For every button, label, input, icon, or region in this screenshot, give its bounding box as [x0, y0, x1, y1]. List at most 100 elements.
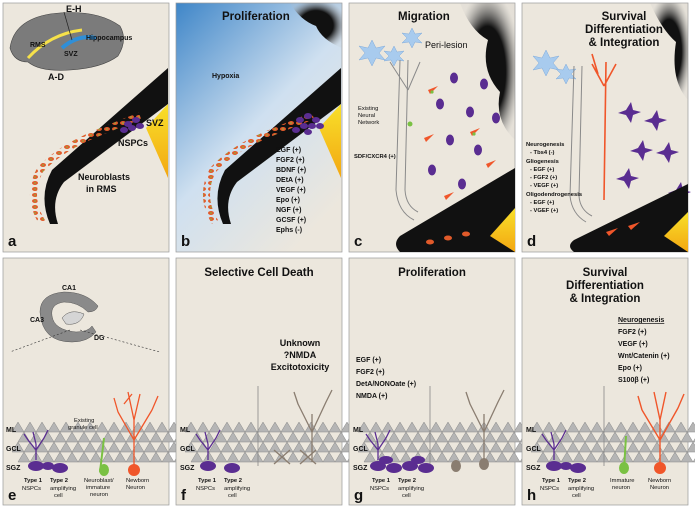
layer-ml: ML: [526, 427, 537, 434]
factor-gliogenesis: Gliogenesis: [526, 159, 559, 165]
panel-h-title-1: Survival: [583, 267, 628, 279]
label-ad: A-D: [48, 72, 64, 82]
cell-newborn-neuron: Neuron: [126, 485, 145, 491]
cell-cell: cell: [228, 493, 237, 499]
cell-nspcs: NSPCs: [196, 486, 215, 492]
panel-h-title-3: & Integration: [570, 293, 641, 305]
panel-letter-f: f: [181, 487, 187, 504]
panel-letter-g: g: [354, 487, 363, 504]
hippocampus-shape: [39, 291, 99, 343]
factor-d-fgf2: - FGF2 (+): [530, 175, 557, 181]
proliferation-factors: EGF (+) FGF2 (+) BDNF (+) DEtA (+) VEGF …: [276, 147, 306, 234]
factor-h-s100b: S100β (+): [618, 377, 649, 384]
layer-gcl: GCL: [353, 446, 369, 453]
panel-d-title-1: Survival: [602, 11, 647, 23]
panel-d: Survival Differentiation & Integration N…: [521, 2, 691, 253]
nspcs-label: NSPCs: [118, 138, 148, 148]
panel-letter-h: h: [527, 487, 536, 504]
factor-g-nmda: NMDA (+): [356, 393, 387, 400]
integration-factors: Neurogenesis - Tbs4 (-) Gliogenesis - EG…: [526, 142, 582, 214]
cell-amplifying: amplifying: [398, 486, 424, 492]
network-label-2: Neural: [358, 113, 375, 119]
factor-oligodendrogenesis: Oligodendrogenesis: [526, 192, 582, 198]
layer-sgz: SGZ: [6, 465, 21, 472]
factor-h-wnt: Wnt/Catenin (+): [618, 353, 670, 360]
ca3-label: CA3: [30, 317, 44, 324]
factor-neurogenesis: Neurogenesis: [526, 142, 564, 148]
factor-deta: DEtA (+): [276, 177, 304, 184]
cell-type1: Type 1: [542, 478, 561, 484]
cell-amplifying: amplifying: [568, 486, 594, 492]
rms-chain: [30, 112, 142, 224]
panel-e: CA1 CA3 DG ML GCL SGZ Type 1 Type 2 NSPC…: [2, 257, 186, 506]
cell-newborn-neuron: Neuron: [650, 485, 669, 491]
panel-h-title-2: Differentiation: [566, 280, 644, 292]
label-eh: E-H: [66, 4, 82, 14]
factor-h-vegf: VEGF (+): [618, 341, 648, 348]
cell-immature: immature: [86, 485, 110, 491]
cell-cell: cell: [54, 493, 63, 499]
layer-gcl: GCL: [6, 446, 22, 453]
ca1-label: CA1: [62, 285, 76, 292]
layer-gcl: GCL: [180, 446, 196, 453]
cell-cell: cell: [572, 493, 581, 499]
layer-gcl: GCL: [526, 446, 542, 453]
cell-existing: Existing: [74, 418, 94, 424]
cell-granule: granule cell: [68, 425, 98, 431]
network-label-1: Existing: [358, 106, 378, 112]
panel-d-title-3: & Integration: [589, 37, 660, 49]
layer-ml: ML: [353, 427, 364, 434]
cell-type2: Type 2: [224, 478, 242, 484]
cell-neuroblast: Neuroblast/: [84, 478, 114, 484]
panel-b: Proliferation Hypoxia EGF (+) FGF2 (+) B…: [175, 2, 343, 253]
sdf-label: SDF/CXCR4 (+): [354, 154, 396, 160]
svz-label: SVZ: [146, 118, 164, 128]
label-hippocampus: Hippocampus: [86, 35, 132, 42]
factor-fgf2: FGF2 (+): [276, 157, 305, 164]
cell-neuron: neuron: [90, 492, 108, 498]
nmda-label: ?NMDA: [284, 350, 317, 360]
layer-ml: ML: [6, 427, 17, 434]
panel-d-title-2: Differentiation: [585, 24, 663, 36]
layer-sgz: SGZ: [526, 465, 541, 472]
panel-letter-d: d: [527, 233, 536, 250]
panel-g: Proliferation EGF (+) FGF2 (+) DetA/NONO…: [348, 257, 532, 506]
layer-sgz: SGZ: [180, 465, 195, 472]
cell-amplifying: amplifying: [50, 486, 76, 492]
factor-d-egf-2: - EGF (+): [530, 200, 554, 206]
factor-ngf: NGF (+): [276, 207, 301, 214]
hypoxia-label: Hypoxia: [212, 73, 239, 80]
factor-gcsf: GCSF (+): [276, 217, 306, 224]
nspc-cluster: [120, 117, 144, 133]
factor-vegf: VEGF (+): [276, 187, 306, 194]
layer-ml: ML: [180, 427, 191, 434]
factor-h-epo: Epo (+): [618, 365, 642, 372]
cell-immature-neuron: neuron: [612, 485, 630, 491]
factor-ephs: Ephs (-): [276, 227, 302, 234]
panel-a: E-H RMS SVZ Hippocampus A-D SVZ NSPCs Ne…: [2, 2, 170, 253]
neuroblasts-label-2: in RMS: [86, 184, 117, 194]
factor-h-fgf2: FGF2 (+): [618, 329, 647, 336]
panel-letter-e: e: [8, 487, 16, 504]
panel-c: Migration Peri-lesion Existing Neural Ne…: [348, 2, 516, 253]
factor-epo: Epo (+): [276, 197, 300, 204]
cell-type2: Type 2: [568, 478, 586, 484]
factor-g-fgf2: FGF2 (+): [356, 369, 385, 376]
unknown-label: Unknown: [280, 338, 321, 348]
factor-bdnf: BDNF (+): [276, 167, 306, 174]
factor-d-vegf: - VEGF (+): [530, 183, 558, 189]
factor-d-vgef: - VGEF (+): [530, 208, 558, 214]
cell-type1: Type 1: [24, 478, 43, 484]
cell-amplifying: amplifying: [224, 486, 250, 492]
factor-h-neurogenesis: Neurogenesis: [618, 317, 664, 324]
panel-h: Survival Differentiation & Integration N…: [521, 257, 695, 506]
peri-lesion-label: Peri-lesion: [425, 40, 468, 50]
cell-nspcs: NSPCs: [22, 486, 41, 492]
cell-type1: Type 1: [372, 478, 391, 484]
cell-nspcs: NSPCs: [370, 486, 389, 492]
cell-immature: Immature: [610, 478, 634, 484]
cell-type2: Type 2: [398, 478, 416, 484]
neuroblasts-label-1: Neuroblasts: [78, 172, 130, 182]
cell-newborn: Newborn: [648, 478, 671, 484]
panel-c-title: Migration: [398, 11, 450, 23]
